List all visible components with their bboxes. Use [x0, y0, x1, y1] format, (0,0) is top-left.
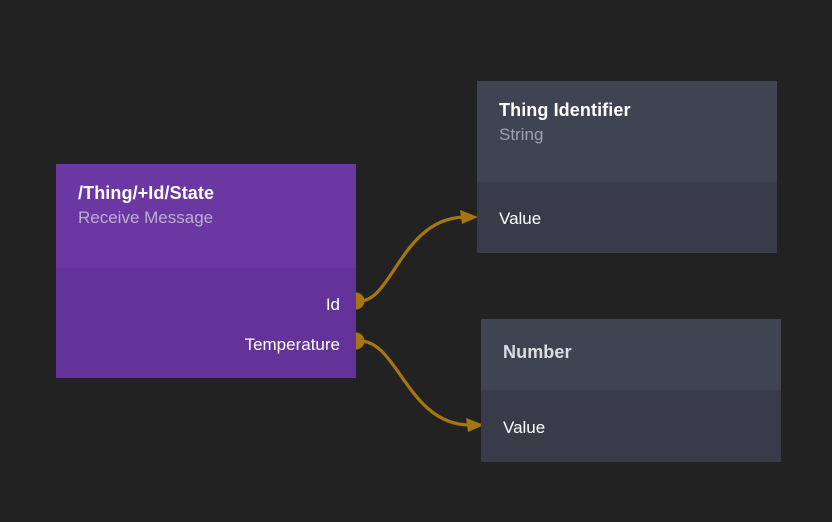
node-receive-message-body: Id Temperature	[56, 268, 356, 378]
node-thing-identifier-title: Thing Identifier	[499, 100, 631, 120]
output-port-id-label[interactable]: Id	[325, 295, 340, 314]
edge-temperature-to-number	[358, 339, 472, 427]
node-receive-message-subtitle: Receive Message	[78, 208, 214, 227]
node-receive-message-title: /Thing/+Id/State	[78, 183, 215, 203]
node-thing-identifier-body: Value	[477, 182, 777, 253]
node-receive-message[interactable]: /Thing/+Id/State Receive Message Id Temp…	[56, 164, 356, 378]
node-thing-identifier[interactable]: Thing Identifier String Value	[477, 81, 777, 253]
arrowhead-thing-identifier-value	[460, 210, 478, 224]
output-port-temperature-label[interactable]: Temperature	[244, 335, 340, 354]
node-number-header[interactable]: Number	[481, 319, 781, 390]
node-thing-identifier-header[interactable]: Thing Identifier String	[477, 81, 777, 182]
node-receive-message-header[interactable]: /Thing/+Id/State Receive Message	[56, 164, 356, 268]
edge-id-to-thing-identifier	[358, 215, 466, 303]
node-number[interactable]: Number Value	[481, 319, 781, 462]
node-number-title: Number	[503, 342, 572, 362]
node-thing-identifier-subtitle: String	[499, 125, 544, 144]
input-port-number-value-label[interactable]: Value	[503, 418, 546, 437]
node-number-body: Value	[481, 390, 781, 462]
input-port-thing-identifier-value-label[interactable]: Value	[499, 209, 542, 228]
